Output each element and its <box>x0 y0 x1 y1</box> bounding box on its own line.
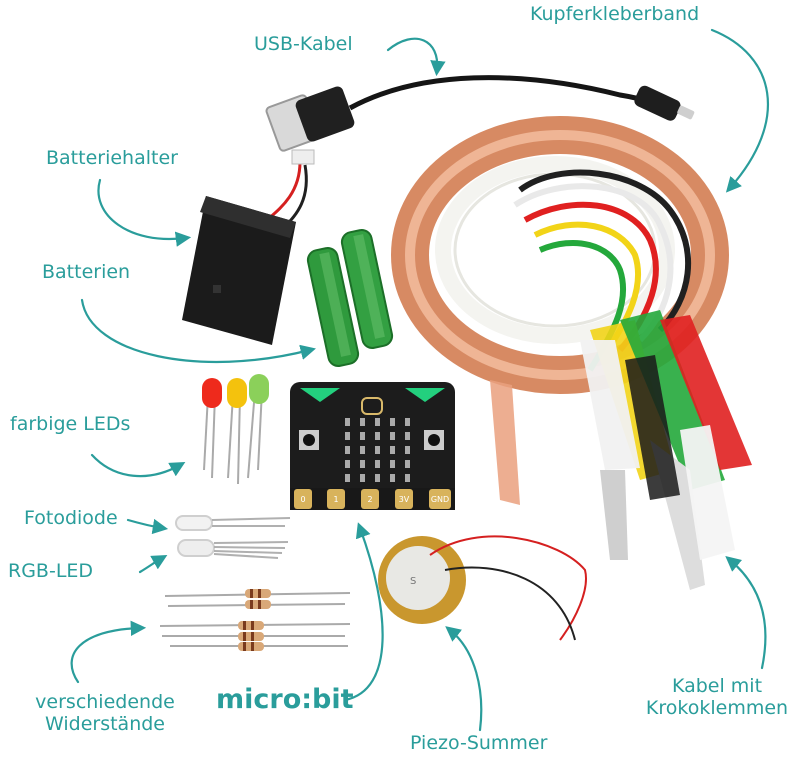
annotation-arrows <box>70 28 770 732</box>
colored-leds <box>202 374 269 485</box>
pin-1-label: 1 <box>333 495 338 504</box>
arrow-battery-holder <box>97 178 192 247</box>
usb-cable <box>265 75 695 152</box>
arrow-batteries <box>80 298 316 364</box>
arrow-copper-tape <box>710 28 770 193</box>
label-copper-tape: Kupferkleberband <box>530 3 700 25</box>
arrow-colored-leds <box>90 453 186 478</box>
label-piezo-buzzer: Piezo-Summer <box>410 732 548 754</box>
arrow-croc-cables <box>725 556 767 670</box>
alligator-clip-cables <box>513 169 752 590</box>
pin-gnd-label: GND <box>431 495 449 504</box>
photodiode <box>175 515 291 531</box>
rgb-led <box>177 539 289 559</box>
resistors <box>159 589 351 651</box>
arrow-rgb-led <box>138 554 168 574</box>
label-battery-holder: Batteriehalter <box>46 147 178 169</box>
pin-3v-label: 3V <box>399 495 410 504</box>
label-usb-cable: USB-Kabel <box>254 33 353 55</box>
label-resistors-line1: verschiedende <box>35 691 175 713</box>
pin-2-label: 2 <box>367 495 372 504</box>
label-photodiode: Fotodiode <box>24 507 118 529</box>
arrow-piezo-buzzer <box>445 626 483 732</box>
arrow-microbit <box>343 522 384 702</box>
arrow-usb-cable <box>386 37 446 77</box>
piezo-polarity-mark: S <box>410 576 416 587</box>
pin-0-label: 0 <box>300 495 305 504</box>
batteries <box>306 229 394 367</box>
label-batteries: Batterien <box>42 261 131 283</box>
piezo-buzzer: S <box>378 535 587 641</box>
label-colored-leds: farbige LEDs <box>10 413 131 435</box>
label-resistors-line2: Widerstände <box>45 712 165 735</box>
label-croc-cables: Kabel mit Krokoklemmen <box>642 675 792 720</box>
label-croc-cables-line1: Kabel mit <box>671 675 763 697</box>
label-rgb-led: RGB-LED <box>8 560 94 582</box>
led-matrix <box>345 418 410 482</box>
arrow-resistors <box>70 620 147 684</box>
label-croc-cables-line2: Krokoklemmen <box>645 696 789 719</box>
label-microbit: micro:bit <box>216 684 354 715</box>
arrow-photodiode <box>126 518 169 535</box>
label-resistors: verschiedende Widerstände <box>30 691 180 736</box>
battery-holder <box>182 149 315 345</box>
microbit-board: 0 1 2 3V GND <box>290 382 455 510</box>
